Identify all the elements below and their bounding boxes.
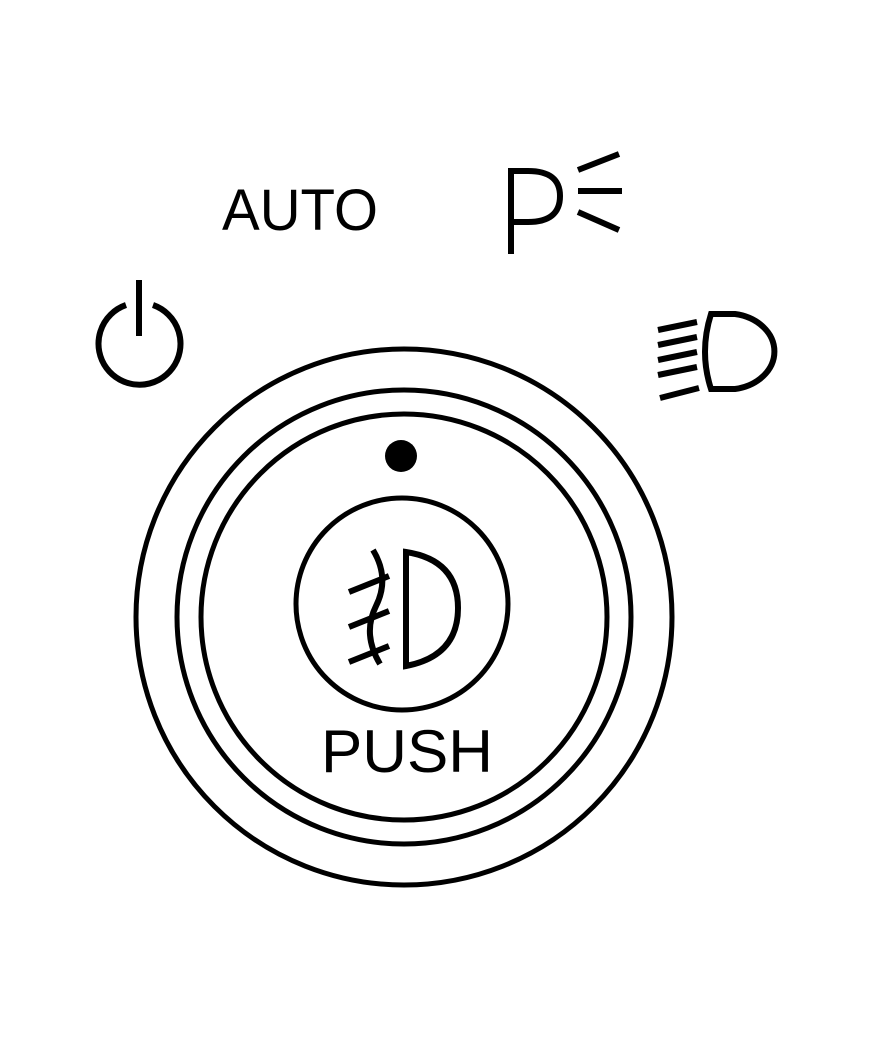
parking-lamp-icon[interactable] (508, 151, 622, 254)
auto-label[interactable]: AUTO (222, 178, 378, 243)
knob-middle-ring (174, 387, 634, 847)
power-icon[interactable] (95, 280, 184, 388)
rotary-knob[interactable] (133, 346, 675, 888)
push-button-ring (293, 495, 511, 713)
push-label: PUSH (321, 718, 493, 785)
fog-lamp-push-button[interactable] (293, 495, 511, 713)
headlamp-icon[interactable] (657, 311, 778, 401)
knob-outer-ring (133, 346, 675, 888)
position-indicator-dot (385, 440, 417, 472)
knob-inner-ring (198, 411, 610, 823)
fog-lamp-icon (347, 548, 462, 670)
